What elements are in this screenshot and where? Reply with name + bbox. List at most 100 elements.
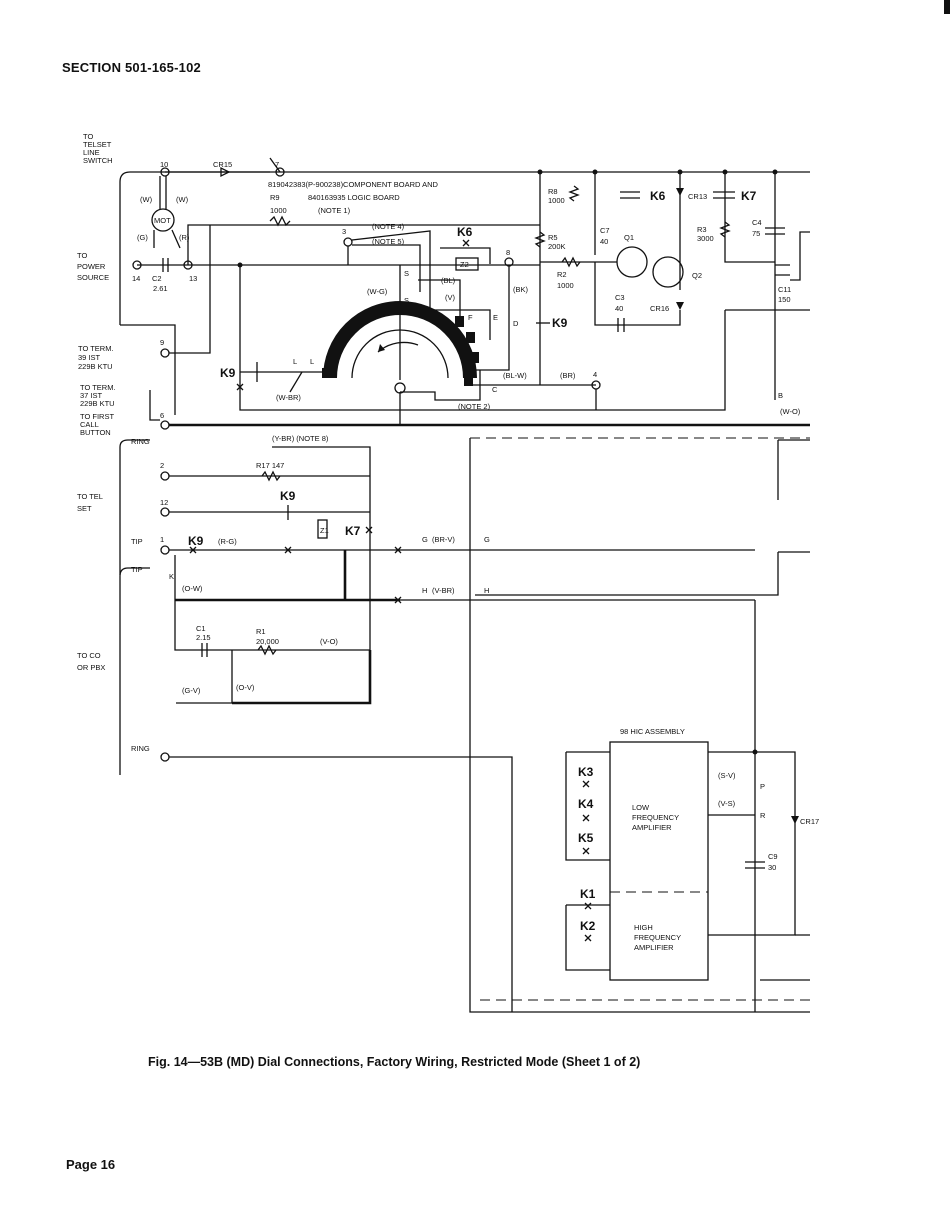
svg-text:CALL: CALL [80,420,99,429]
svg-text:(W-G): (W-G) [367,287,388,296]
terminal-1 [160,545,170,555]
wire-notes [351,230,431,310]
svg-text:CR13: CR13 [688,192,707,201]
wire-right-column [469,438,810,1013]
capacitor-c2 [162,258,169,272]
svg-text:TIP: TIP [131,537,143,546]
svg-text:K9: K9 [552,316,568,330]
svg-text:R8: R8 [548,187,558,196]
diode-cr16 [676,302,684,310]
contact-k6 [462,239,470,247]
svg-text:RING: RING [131,437,150,446]
relay-contacts-k3-k5: K3 K4 K5 [565,751,610,861]
svg-text:Z1: Z1 [320,526,329,535]
svg-text:(Y-BR) (NOTE 8): (Y-BR) (NOTE 8) [272,434,329,443]
svg-text:L: L [293,357,297,366]
svg-text:(R): (R) [179,233,190,242]
label-to-power-source: TO POWER SOURCE [77,251,109,282]
bracket-tel-set [119,439,150,575]
svg-text:C: C [492,385,498,394]
svg-text:AMPLIFIER: AMPLIFIER [632,823,672,832]
wire-return [239,265,470,411]
svg-text:30: 30 [768,863,776,872]
svg-text:C4: C4 [752,218,762,227]
svg-text:Q1: Q1 [624,233,634,242]
svg-text:AMPLIFIER: AMPLIFIER [634,943,674,952]
relay-k9 [169,505,370,520]
capacitor-c3 [594,262,681,332]
svg-text:R1: R1 [256,627,266,636]
contact-f [455,316,464,327]
svg-text:R5: R5 [548,233,558,242]
svg-text:K6: K6 [457,225,473,239]
terminal-14 [132,260,142,270]
resistor-r3 [719,221,731,238]
svg-text:(V-O): (V-O) [320,637,338,646]
capacitor-k7 [713,191,735,199]
svg-text:K2: K2 [580,919,596,933]
svg-text:TIP: TIP [131,565,143,574]
svg-text:R9: R9 [270,193,280,202]
svg-text:K: K [169,572,174,581]
board-note: 819042383(P-900238)COMPONENT BOARD AND 8… [268,180,439,215]
svg-text:(BR): (BR) [560,371,576,380]
label-to-tel-set: TO TEL SET [77,492,103,513]
svg-text:K5: K5 [578,831,594,845]
svg-text:C3: C3 [615,293,625,302]
svg-text:G: G [484,535,490,544]
svg-text:CR17: CR17 [800,817,819,826]
svg-text:K6: K6 [650,189,666,203]
svg-text:Q2: Q2 [692,271,702,280]
label-to-term-37: TO TERM. 37 IST 229B KTU [80,383,116,408]
wire-r9 [187,224,540,265]
svg-text:10: 10 [160,160,168,169]
terminal-10 [160,167,170,177]
terminal-12 [160,507,170,517]
motor-leads [153,176,181,249]
svg-text:TO CO: TO CO [77,651,101,660]
svg-text:Z2: Z2 [460,260,469,269]
svg-text:3: 3 [342,227,346,236]
svg-text:98 HIC ASSEMBLY: 98 HIC ASSEMBLY [620,727,685,736]
label-to-first-call: TO FIRST CALL BUTTON [80,412,114,437]
terminal-6 [160,420,170,430]
diode-cr17 [791,816,799,824]
svg-text:150: 150 [778,295,791,304]
svg-text:(NOTE 2): (NOTE 2) [458,402,491,411]
svg-text:TO TEL: TO TEL [77,492,103,501]
resistor-r5 [534,231,546,248]
svg-text:1000: 1000 [557,281,574,290]
svg-text:1000: 1000 [270,206,287,215]
svg-text:K7: K7 [345,524,361,538]
terminal-9 [160,348,170,358]
svg-text:C9: C9 [768,852,778,861]
svg-text:2.61: 2.61 [153,284,168,293]
contact-l [322,368,332,378]
zener-z2 [455,257,479,271]
svg-text:RING: RING [131,744,150,753]
svg-text:F: F [468,313,473,322]
svg-text:(O-V): (O-V) [236,683,255,692]
diode-cr13 [676,188,684,196]
svg-text:H: H [422,586,427,595]
svg-text:(V-BR): (V-BR) [432,586,455,595]
zener-z1 [317,519,328,539]
svg-text:(BR-V): (BR-V) [432,535,455,544]
svg-text:CR16: CR16 [650,304,669,313]
resistor-r17 [169,470,370,482]
svg-text:E: E [493,313,498,322]
svg-text:C7: C7 [600,226,610,235]
svg-text:(BK): (BK) [513,285,529,294]
svg-text:229B KTU: 229B KTU [78,362,113,371]
svg-text:(BL-W): (BL-W) [503,371,527,380]
dial-arc-outer [323,301,477,379]
capacitor-c9 [745,861,765,869]
svg-text:OR PBX: OR PBX [77,663,105,672]
svg-text:TO TERM.: TO TERM. [80,383,116,392]
label-to-telset: TO TELSET LINE SWITCH [83,132,113,165]
terminal-7 [275,167,285,177]
svg-text:840163935 LOGIC BOARD: 840163935 LOGIC BOARD [308,193,400,202]
svg-text:(G-V): (G-V) [182,686,201,695]
svg-text:13: 13 [189,274,197,283]
label-to-term-39: TO TERM. 39 IST 229B KTU [78,344,114,371]
